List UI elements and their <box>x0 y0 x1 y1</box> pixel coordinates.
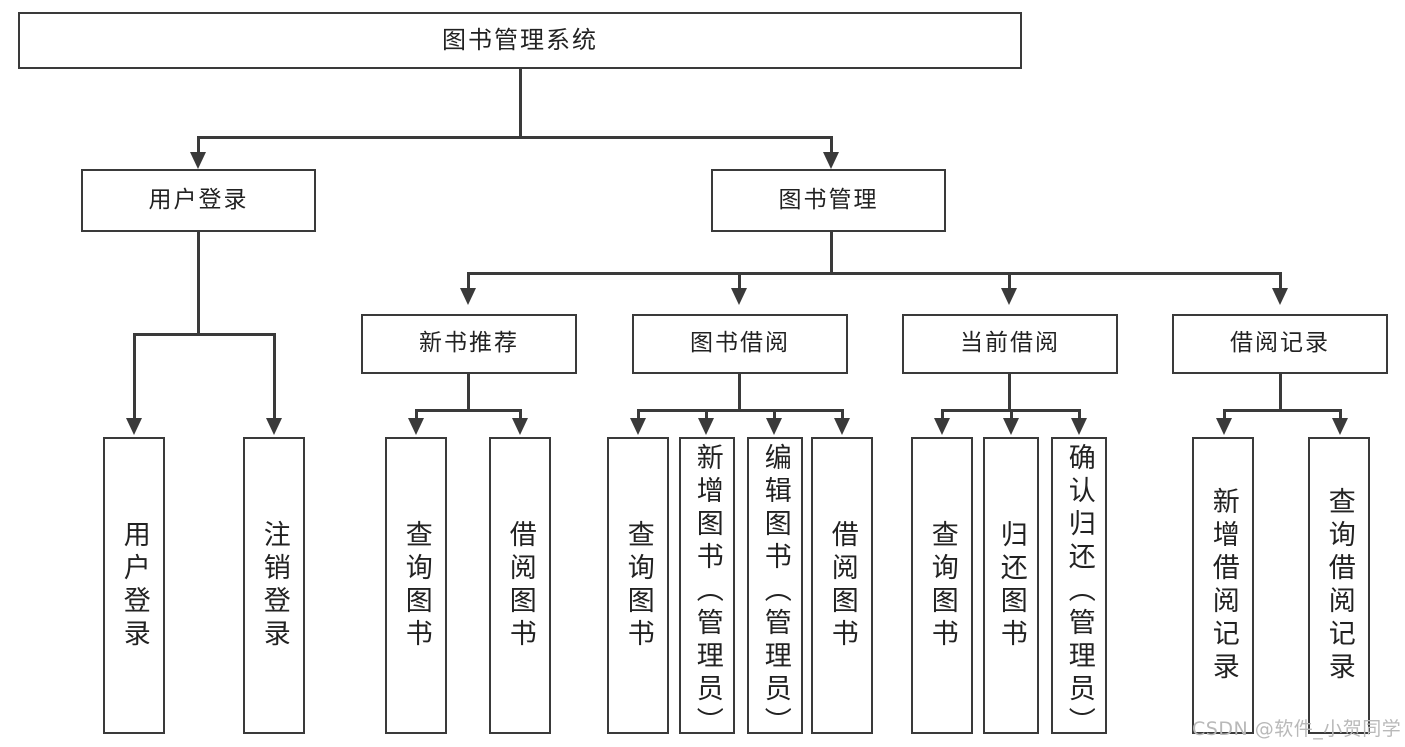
arrow-borrow-record-to-leaf-1 <box>1216 418 1232 435</box>
node-label: 用户登录 <box>148 186 249 213</box>
connector-root-stem <box>519 68 522 138</box>
leaf-return-book[interactable]: 归还图书 <box>983 437 1039 734</box>
node-label: 新增借阅记录 <box>1207 486 1239 685</box>
csdn-watermark: CSDN @软件_小贺同学 <box>1192 718 1402 740</box>
connector-book-mgmt-to-record <box>1279 272 1282 294</box>
node-label: 借阅图书 <box>504 519 536 652</box>
leaf-edit-book-admin[interactable]: 编辑图书（管理员） <box>747 437 803 740</box>
node-root-system[interactable]: 图书管理系统 <box>18 12 1022 69</box>
node-label: 查询图书 <box>622 519 654 652</box>
node-new-book-recommend[interactable]: 新书推荐 <box>361 314 577 374</box>
connector-book-mgmt-to-current <box>1008 272 1011 294</box>
node-label: 图书管理 <box>778 186 879 213</box>
leaf-query-book-current[interactable]: 查询图书 <box>911 437 973 734</box>
node-label: 图书管理系统 <box>442 26 598 55</box>
connector-user-login-stem <box>197 232 200 335</box>
arrow-book-borrow-to-leaf-1 <box>630 418 646 435</box>
arrow-current-borrow-to-leaf-2 <box>1003 418 1019 435</box>
connector-root-to-user-login <box>197 136 200 158</box>
connector-borrow-record-to-leaf-1 <box>1223 409 1226 421</box>
connector-borrow-record-to-leaf-2 <box>1339 409 1342 421</box>
connector-new-book-to-leaf-1 <box>415 409 418 421</box>
connector-book-mgmt-bus <box>467 272 1282 275</box>
leaf-query-book-borrow[interactable]: 查询图书 <box>607 437 669 734</box>
arrow-book-mgmt-to-record <box>1272 288 1288 305</box>
node-label: 注销登录 <box>258 519 290 652</box>
connector-current-borrow-to-leaf-3 <box>1078 409 1081 421</box>
connector-borrow-record-bus <box>1223 409 1339 412</box>
connector-current-borrow-to-leaf-1 <box>941 409 944 421</box>
arrow-root-to-book-mgmt <box>823 152 839 169</box>
connector-book-borrow-bus <box>637 409 843 412</box>
arrow-book-borrow-to-leaf-3 <box>766 418 782 435</box>
arrow-book-borrow-to-leaf-4 <box>834 418 850 435</box>
leaf-logout[interactable]: 注销登录 <box>243 437 305 734</box>
node-book-borrow[interactable]: 图书借阅 <box>632 314 848 374</box>
connector-current-borrow-stem <box>1008 374 1011 411</box>
node-borrow-record[interactable]: 借阅记录 <box>1172 314 1388 374</box>
connector-root-bus <box>197 136 833 139</box>
leaf-confirm-return-admin[interactable]: 确认归还（管理员） <box>1051 437 1107 740</box>
node-label: 查询借阅记录 <box>1323 486 1355 685</box>
arrow-user-login-to-leaf-2 <box>266 418 282 435</box>
node-label: 用户登录 <box>118 519 150 652</box>
leaf-add-book-admin[interactable]: 新增图书（管理员） <box>679 437 735 740</box>
arrow-user-login-to-leaf-1 <box>126 418 142 435</box>
leaf-borrow-book-recommend[interactable]: 借阅图书 <box>489 437 551 734</box>
connector-book-mgmt-to-borrow <box>738 272 741 294</box>
connector-new-book-stem <box>467 374 470 411</box>
node-current-borrow[interactable]: 当前借阅 <box>902 314 1118 374</box>
connector-book-borrow-to-leaf-3 <box>773 409 776 421</box>
node-label: 当前借阅 <box>960 330 1060 357</box>
node-label: 借阅图书 <box>826 519 858 652</box>
node-label: 归还图书 <box>995 519 1027 652</box>
node-label: 借阅记录 <box>1230 330 1330 357</box>
connector-book-borrow-stem <box>738 374 741 411</box>
arrow-book-mgmt-to-borrow <box>731 288 747 305</box>
arrow-book-borrow-to-leaf-2 <box>698 418 714 435</box>
arrow-root-to-user-login <box>190 152 206 169</box>
leaf-user-login[interactable]: 用户登录 <box>103 437 165 734</box>
node-user-login[interactable]: 用户登录 <box>81 169 316 232</box>
connector-book-borrow-to-leaf-2 <box>705 409 708 421</box>
connector-book-borrow-to-leaf-1 <box>637 409 640 421</box>
connector-new-book-to-leaf-2 <box>519 409 522 421</box>
node-label: 确认归还（管理员） <box>1063 443 1095 740</box>
arrow-borrow-record-to-leaf-2 <box>1332 418 1348 435</box>
connector-user-login-to-leaf-1 <box>133 333 136 421</box>
node-label: 查询图书 <box>400 519 432 652</box>
leaf-add-borrow-record[interactable]: 新增借阅记录 <box>1192 437 1254 734</box>
leaf-borrow-book[interactable]: 借阅图书 <box>811 437 873 734</box>
arrow-book-mgmt-to-current <box>1001 288 1017 305</box>
connector-book-borrow-to-leaf-4 <box>841 409 844 421</box>
connector-book-mgmt-to-new-book <box>467 272 470 294</box>
connector-current-borrow-to-leaf-2 <box>1010 409 1013 421</box>
arrow-new-book-to-leaf-1 <box>408 418 424 435</box>
arrow-current-borrow-to-leaf-3 <box>1071 418 1087 435</box>
leaf-query-borrow-record[interactable]: 查询借阅记录 <box>1308 437 1370 734</box>
connector-borrow-record-stem <box>1279 374 1282 411</box>
arrow-book-mgmt-to-new-book <box>460 288 476 305</box>
node-label: 查询图书 <box>926 519 958 652</box>
connector-new-book-bus <box>415 409 521 412</box>
node-book-management[interactable]: 图书管理 <box>711 169 946 232</box>
node-label: 新书推荐 <box>419 330 519 357</box>
connector-user-login-to-leaf-2 <box>273 333 276 421</box>
connector-root-to-book-mgmt <box>830 136 833 158</box>
node-label: 图书借阅 <box>690 330 790 357</box>
node-label: 编辑图书（管理员） <box>759 443 791 740</box>
arrow-current-borrow-to-leaf-1 <box>934 418 950 435</box>
node-label: 新增图书（管理员） <box>691 443 723 740</box>
connector-user-login-bus <box>133 333 275 336</box>
connector-book-mgmt-stem <box>830 232 833 274</box>
leaf-query-book-recommend[interactable]: 查询图书 <box>385 437 447 734</box>
arrow-new-book-to-leaf-2 <box>512 418 528 435</box>
